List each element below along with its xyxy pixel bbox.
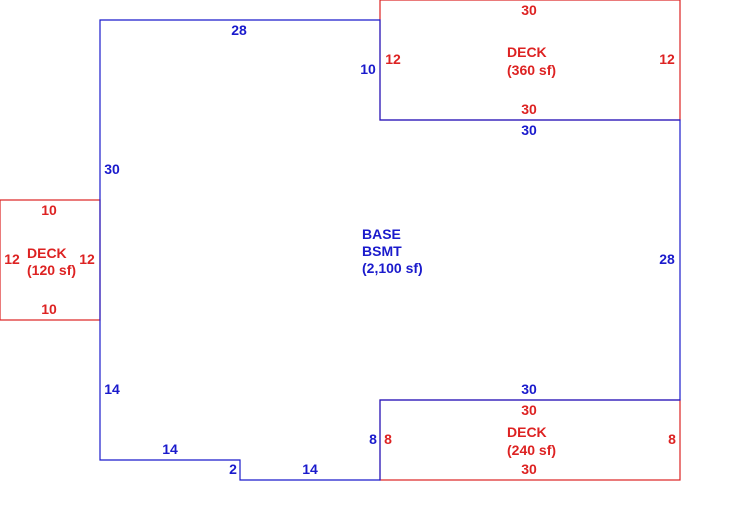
deck-bottom-dim-left: 8 [384, 431, 392, 447]
deck-top-name-label: DECK [507, 44, 547, 60]
base-dim-top-right-long: 30 [521, 122, 537, 138]
base-dim-right-lower-notch: 8 [369, 431, 377, 447]
base-type-label: BSMT [362, 243, 402, 259]
base-dim-bottom-right: 14 [302, 461, 318, 477]
base-dim-bottom-right-long: 30 [521, 381, 537, 397]
deck-left-name-label: DECK [27, 245, 67, 261]
deck-top-dim-left: 12 [385, 51, 401, 67]
deck-bottom-dim-bottom: 30 [521, 461, 537, 477]
deck-top-dim-right: 12 [659, 51, 675, 67]
base-dim-right: 28 [659, 251, 675, 267]
deck-bottom-area-label: (240 sf) [507, 442, 556, 458]
base-dim-left-upper: 30 [104, 161, 120, 177]
deck-bottom-dim-right: 8 [668, 431, 676, 447]
deck-top-dim-bottom: 30 [521, 101, 537, 117]
deck-left-dim-top: 10 [41, 202, 57, 218]
base-bsmt-outline [99, 19, 681, 481]
base-dim-left-lower: 14 [104, 381, 120, 397]
base-area-label: (2,100 sf) [362, 260, 423, 276]
deck-left-dim-right: 12 [79, 251, 95, 267]
base-dim-bottom-left: 14 [162, 441, 178, 457]
base-dim-top: 28 [231, 22, 247, 38]
deck-left-area-label: (120 sf) [27, 262, 76, 278]
deck-left-dim-left: 12 [4, 251, 20, 267]
deck-bottom-dim-top: 30 [521, 402, 537, 418]
deck-top-dim-top: 30 [521, 2, 537, 18]
deck-top-area-label: (360 sf) [507, 62, 556, 78]
deck-bottom-name-label: DECK [507, 424, 547, 440]
base-name-label: BASE [362, 226, 401, 242]
base-dim-step: 2 [229, 461, 237, 477]
deck-left-dim-bottom: 10 [41, 301, 57, 317]
base-dim-right-upper-notch: 10 [360, 61, 376, 77]
